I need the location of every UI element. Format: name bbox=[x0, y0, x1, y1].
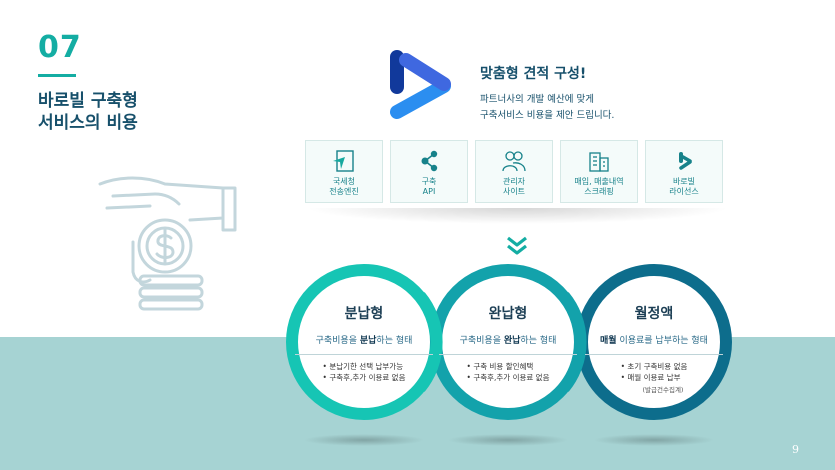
ring-overlap-arc bbox=[559, 292, 587, 392]
plan-feature: 구축후,추가 이용료 없음 bbox=[323, 372, 405, 383]
plan-subtitle-post: 하는 형태 bbox=[376, 336, 413, 346]
card-label-line1: 바로빌 bbox=[672, 177, 696, 186]
section-title: 바로빌 구축형 서비스의 비용 bbox=[38, 90, 138, 134]
share-nodes-icon bbox=[421, 150, 438, 172]
plan-feature: 구축 비용 할인혜택 bbox=[467, 361, 550, 372]
plan-features: 초기 구축비용 없음 매월 이용료 납부 bbox=[621, 361, 688, 383]
plan-features: 구축 비용 할인혜택 구축후,추가 이용료 없음 bbox=[467, 361, 550, 383]
plan-divider bbox=[585, 354, 723, 355]
buildings-icon bbox=[589, 152, 609, 172]
header-title: 맞춤형 견적 구성! bbox=[480, 66, 587, 82]
card-label-line2: 사이트 bbox=[502, 187, 526, 196]
header-desc-line1: 파트너사의 개발 예산에 맞게 bbox=[480, 94, 594, 105]
card-label-line1: 구축 bbox=[421, 177, 437, 186]
ring-overlap-arc bbox=[415, 292, 443, 392]
header-description: 파트너사의 개발 예산에 맞게 구축서비스 비용을 제안 드립니다. bbox=[480, 92, 614, 124]
card-label-line1: 매입, 매출내역 bbox=[574, 177, 624, 186]
plan-subtitle: 매월 이용료를 납부하는 형태 bbox=[580, 333, 728, 346]
section-number: 07 bbox=[38, 30, 82, 65]
plan-subtitle-post: 하는 형태 bbox=[520, 336, 557, 346]
hand-coin-icon bbox=[98, 176, 237, 311]
ring-shadow bbox=[594, 434, 714, 446]
plan-subtitle-bold: 분납 bbox=[359, 336, 377, 346]
plan-divider bbox=[295, 354, 433, 355]
section-title-line1: 바로빌 구축형 bbox=[38, 91, 138, 111]
plan-title: 월정액 bbox=[634, 306, 674, 322]
plan-feature: 매월 이용료 납부 bbox=[621, 372, 688, 383]
card-label-line2: 전송엔진 bbox=[329, 187, 359, 196]
plan-subtitle-pre: 구축비용을 bbox=[315, 336, 360, 346]
plan-divider bbox=[439, 354, 577, 355]
card-label-line1: 관리자 bbox=[502, 177, 526, 186]
barobill-logo-icon bbox=[390, 50, 451, 119]
plan-subtitle-post: 이용료를 납부하는 형태 bbox=[616, 336, 708, 346]
plan-installment: 분납형 구축비용을 분납하는 형태 분납기한 선택 납부가능 구축후,추가 이용… bbox=[290, 303, 438, 384]
card-label-line1: 국세청 bbox=[332, 177, 356, 186]
plan-subtitle-bold: 매월 bbox=[600, 336, 617, 346]
plan-subtitle-bold: 완납 bbox=[503, 336, 521, 346]
card-label-line2: 라이선스 bbox=[669, 187, 699, 196]
chevron-down-icon bbox=[507, 236, 527, 255]
plan-subtitle: 구축비용을 분납하는 형태 bbox=[290, 333, 438, 346]
barobill-logo-icon bbox=[679, 152, 692, 170]
plan-feature: 분납기한 선택 납부가능 bbox=[323, 361, 406, 372]
send-document-icon bbox=[333, 150, 354, 172]
plan-title: 분납형 bbox=[344, 306, 384, 322]
page-number: 9 bbox=[792, 443, 799, 456]
plan-subtitle-pre: 구축비용을 bbox=[459, 336, 504, 346]
section-divider bbox=[38, 74, 76, 77]
ring-shadow bbox=[304, 434, 424, 446]
people-icon bbox=[502, 151, 526, 172]
plan-monthly: 월정액 매월 이용료를 납부하는 형태 초기 구축비용 없음 매월 이용료 납부… bbox=[580, 303, 728, 394]
plan-features: 분납기한 선택 납부가능 구축후,추가 이용료 없음 bbox=[323, 361, 406, 383]
header-desc-line2: 구축서비스 비용을 제안 드립니다. bbox=[480, 110, 615, 121]
card-label-line2: 스크래핑 bbox=[584, 187, 614, 196]
plan-full-payment: 완납형 구축비용을 완납하는 형태 구축 비용 할인혜택 구축후,추가 이용료 … bbox=[434, 303, 582, 384]
plan-feature: 초기 구축비용 없음 bbox=[621, 361, 687, 372]
section-title-line2: 서비스의 비용 bbox=[38, 113, 138, 133]
plan-subtitle: 구축비용을 완납하는 형태 bbox=[434, 333, 582, 346]
plan-feature: 구축후,추가 이용료 없음 bbox=[467, 372, 549, 383]
card-label-line2: API bbox=[422, 187, 436, 196]
cards-shadow bbox=[305, 208, 730, 224]
ring-shadow bbox=[448, 434, 568, 446]
plan-title: 완납형 bbox=[488, 306, 528, 322]
plan-note: (발급건수집계) bbox=[642, 386, 684, 394]
